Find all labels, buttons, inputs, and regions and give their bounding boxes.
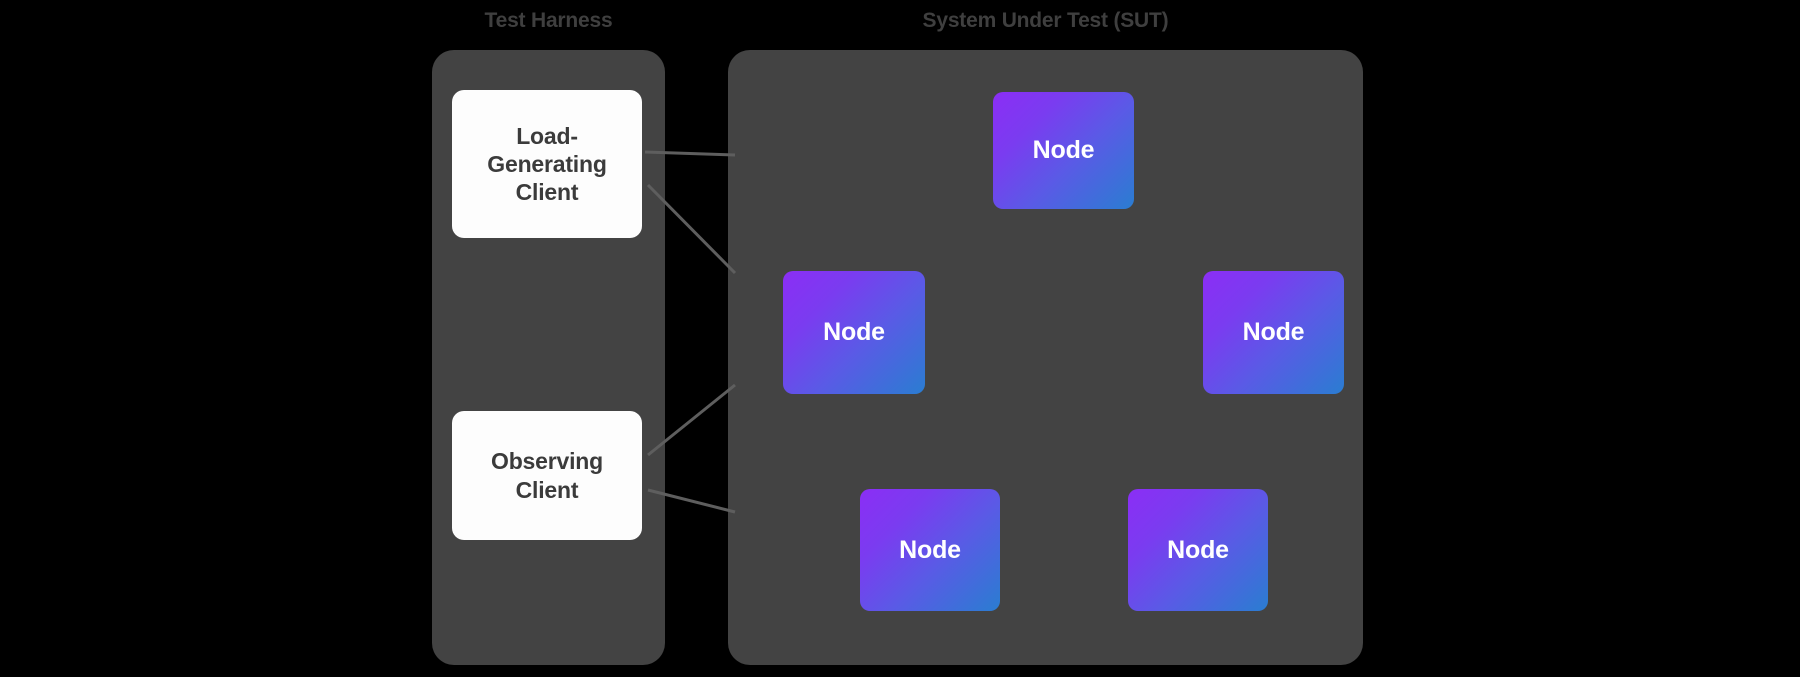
sut-node-middle-right[interactable]: Node: [1203, 271, 1344, 394]
sut-node-label: Node: [1032, 136, 1095, 164]
sut-node-label: Node: [1167, 535, 1229, 564]
load-generating-client-label: Load- Generating Client: [487, 122, 607, 206]
sut-node-bottom-right[interactable]: Node: [1128, 489, 1268, 611]
test-harness-title: Test Harness: [484, 9, 613, 32]
sut-node-bottom-left[interactable]: Node: [860, 489, 1000, 611]
sut-node-middle-left[interactable]: Node: [783, 271, 925, 394]
sut-node-label: Node: [823, 318, 885, 346]
observing-client-label: Observing Client: [491, 448, 603, 503]
observing-client-box[interactable]: Observing Client: [452, 411, 642, 540]
sut-node-label: Node: [899, 535, 961, 564]
load-generating-client-box[interactable]: Load- Generating Client: [452, 90, 642, 238]
sut-node-top-center[interactable]: Node: [993, 92, 1134, 209]
sut-node-label: Node: [1242, 318, 1305, 346]
system-under-test-title: System Under Test (SUT): [922, 9, 1169, 32]
